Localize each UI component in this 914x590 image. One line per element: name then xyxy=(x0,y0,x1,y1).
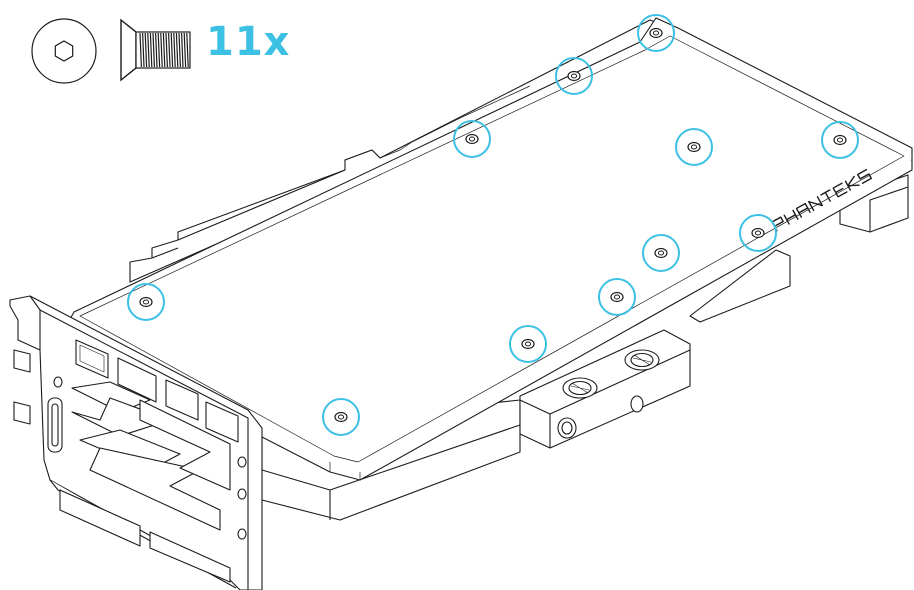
screw-marker-1 xyxy=(637,14,675,52)
thread-line xyxy=(173,32,176,68)
screw-heads xyxy=(139,27,847,423)
thread-line xyxy=(155,32,158,68)
thread-line xyxy=(168,32,171,68)
screw-marker-7 xyxy=(642,234,680,272)
screw-marker-5 xyxy=(821,121,859,159)
screw-marker-9 xyxy=(509,325,547,363)
thread-line xyxy=(183,32,187,68)
thread-line xyxy=(178,32,181,68)
screw-marker-3 xyxy=(453,120,491,158)
screw-marker-10 xyxy=(127,283,165,321)
thread-line xyxy=(181,32,184,68)
screw-marker-11 xyxy=(322,398,360,436)
thread-line xyxy=(149,32,153,68)
thread-line xyxy=(170,32,174,68)
thread-line xyxy=(139,32,142,68)
thread-line xyxy=(144,32,148,68)
thread-line xyxy=(157,32,161,68)
screw-marker-8 xyxy=(598,278,636,316)
thread-line xyxy=(142,32,145,68)
hex-socket-icon xyxy=(31,18,97,84)
thread-line xyxy=(175,32,179,68)
quantity-label: 11x xyxy=(206,19,291,65)
terminal-block xyxy=(519,329,691,449)
countersunk-screw-icon xyxy=(120,18,191,82)
thread-line xyxy=(165,32,168,68)
thread-line xyxy=(160,32,163,68)
thread-line xyxy=(186,32,189,68)
screw-marker-6 xyxy=(739,214,777,252)
pci-bracket xyxy=(9,295,263,590)
screw-marker-4 xyxy=(675,128,713,166)
thread-line xyxy=(152,32,155,68)
screw-marker-2 xyxy=(555,57,593,95)
phanteks-logo xyxy=(771,168,873,232)
thread-line xyxy=(162,32,166,68)
thread-line xyxy=(147,32,150,68)
